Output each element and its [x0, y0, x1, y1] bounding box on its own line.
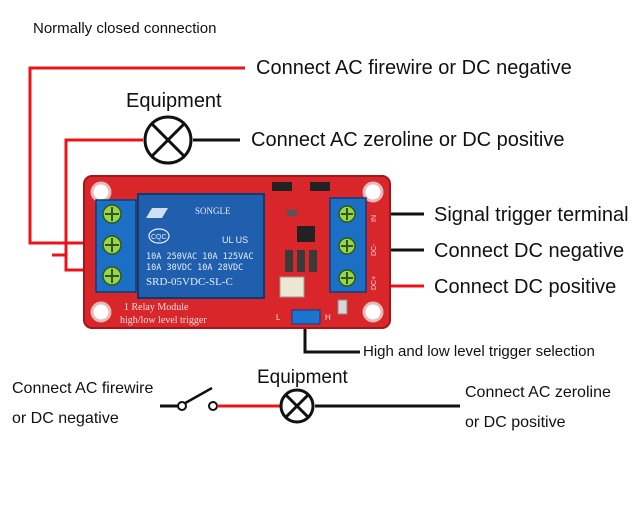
module-line-1: 1 Relay Module — [124, 302, 189, 313]
relay-cert-ul: UL US — [222, 235, 248, 245]
dc-positive-label: Connect DC positive — [434, 276, 617, 298]
bottom-firewire-line1: Connect AC firewire — [12, 380, 154, 397]
top-firewire-label: Connect AC firewire or DC negative — [256, 57, 572, 79]
right-screw-terminal: IN DC- DC+ — [329, 197, 378, 293]
jumper-low-label: L — [276, 313, 281, 322]
relay-component: SONGLE CQC UL US 10A 250VAC 10A 125VAC 1… — [137, 193, 265, 299]
bottom-firewire-line2: or DC negative — [12, 410, 119, 427]
relay-cert-cqc: CQC — [151, 234, 167, 241]
pin-in-label: IN — [371, 215, 378, 222]
relay-brand: SONGLE — [195, 206, 231, 216]
relay-model: SRD-05VDC-SL-C — [146, 276, 233, 288]
smd-components — [272, 182, 348, 315]
top-lamp-icon — [143, 115, 193, 165]
pin-gnd-label: DC- — [371, 243, 378, 256]
bottom-zeroline-line1: Connect AC zeroline — [465, 384, 611, 401]
left-screw-terminal — [95, 199, 137, 293]
bottom-schematic — [160, 386, 460, 424]
top-zeroline-label: Connect AC zeroline or DC positive — [251, 129, 565, 151]
trigger-jumper: L H — [276, 309, 331, 325]
switch-contact-left — [177, 401, 187, 411]
top-equipment-label: Equipment — [126, 90, 222, 112]
switch-contact-right — [208, 401, 218, 411]
bottom-equipment-label: Equipment — [257, 367, 348, 388]
pin-vcc-label: DC+ — [371, 276, 378, 290]
relay-spec-1: 10A 250VAC 10A 125VAC — [146, 252, 253, 262]
jumper-high-label: H — [325, 313, 331, 322]
signal-trigger-label: Signal trigger terminal — [434, 204, 629, 226]
relay-board: SONGLE CQC UL US 10A 250VAC 10A 125VAC 1… — [83, 175, 391, 329]
relay-spec-2: 10A 30VDC 10A 28VDC — [146, 263, 243, 273]
module-line-2: high/low level trigger — [120, 315, 207, 326]
trigger-selection-label: High and low level trigger selection — [363, 343, 595, 360]
dc-negative-label: Connect DC negative — [434, 240, 625, 262]
normally-closed-label: Normally closed connection — [33, 20, 217, 37]
bottom-zeroline-line2: or DC positive — [465, 414, 566, 431]
bottom-lamp-icon — [279, 388, 315, 424]
